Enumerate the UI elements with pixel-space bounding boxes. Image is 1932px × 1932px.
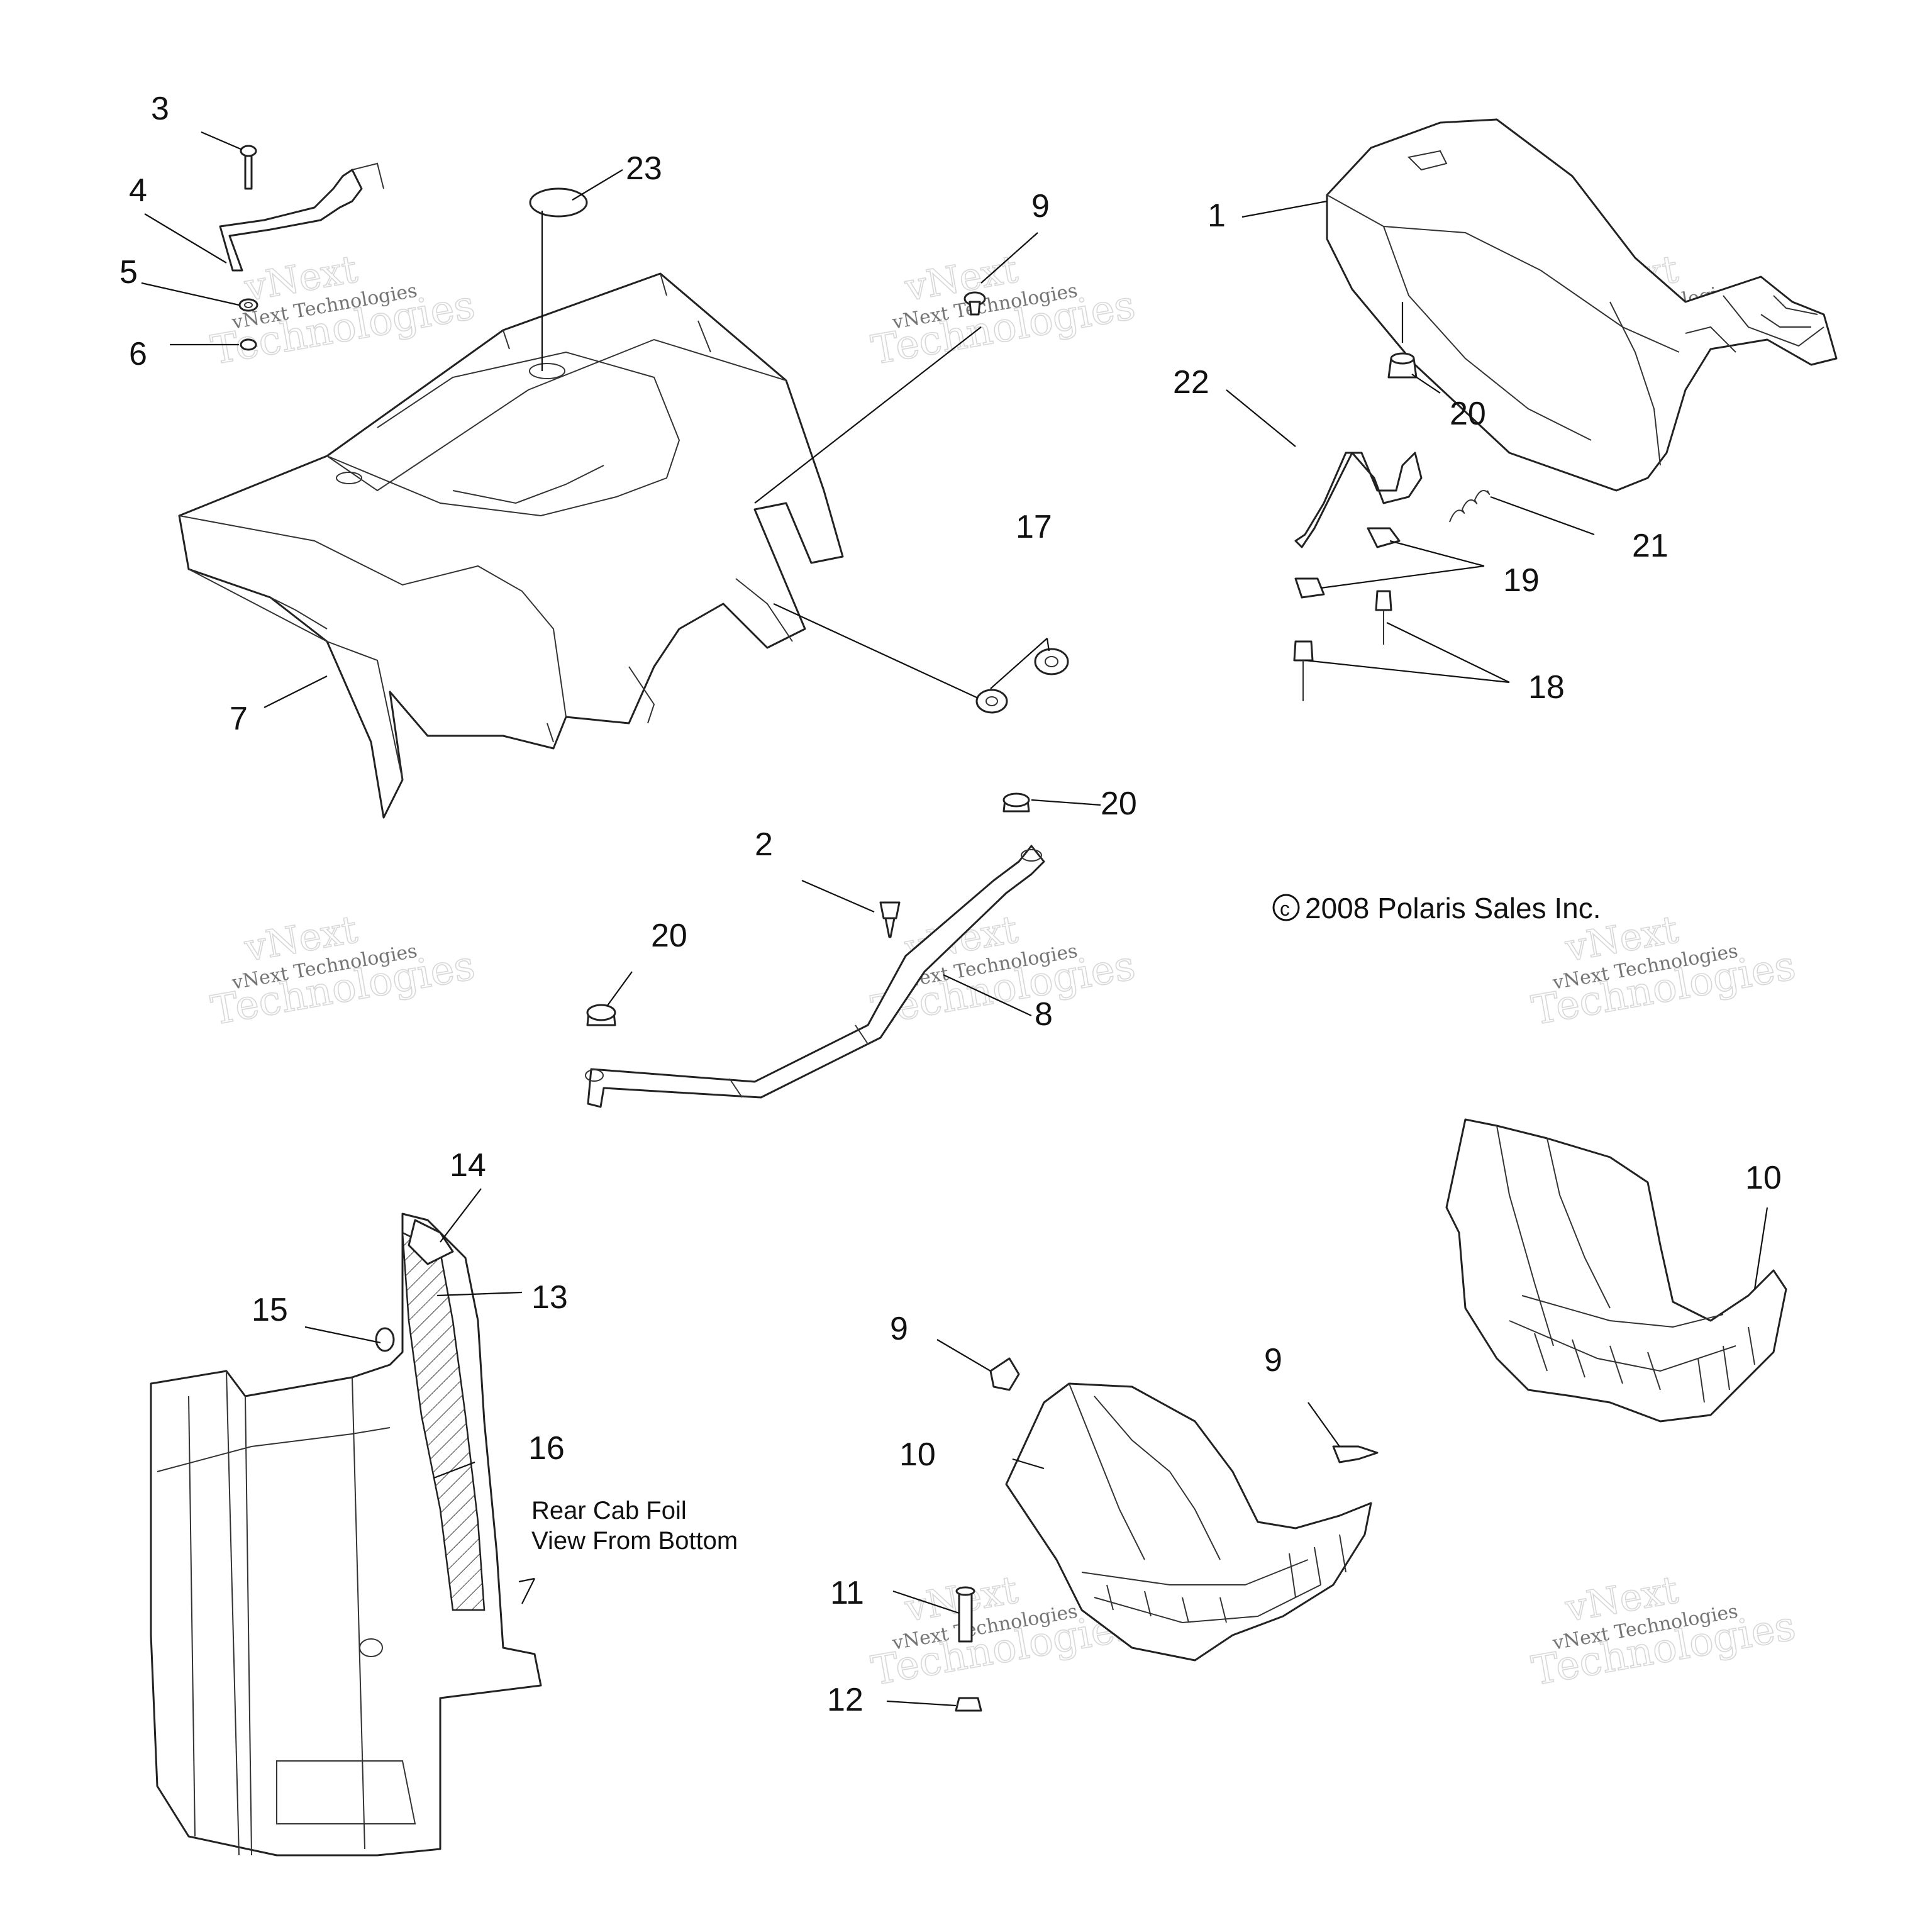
callout-15: 15 [252, 1292, 288, 1328]
callout-labels: 1 2 3 4 5 6 7 8 9 9 9 10 10 11 12 13 14 … [119, 91, 1782, 1718]
callout-22: 22 [1173, 364, 1209, 401]
callout-6: 6 [129, 336, 147, 372]
wire-latch-part-4 [219, 162, 384, 272]
brace-part-8 [585, 845, 1045, 1108]
seat-latch-part-22 [1294, 452, 1423, 548]
rear-cab-part-7 [178, 272, 844, 819]
callout-13: 13 [531, 1279, 568, 1316]
callout-10-right: 10 [1745, 1160, 1782, 1196]
bumper-part-20-left [586, 1004, 616, 1026]
callout-16: 16 [528, 1430, 565, 1467]
callout-3: 3 [151, 91, 169, 127]
watermark-bottom-right: vNext vNext Technologies Technologies [1528, 1567, 1800, 1696]
callout-20-left: 20 [651, 918, 687, 954]
nut-part-12 [955, 1697, 982, 1712]
copyright-text: 2008 Polaris Sales Inc. [1305, 892, 1601, 924]
callout-10-center: 10 [899, 1436, 936, 1473]
clip-part-14 [408, 1219, 454, 1265]
watermark-top-left: vNext vNext Technologies Technologies [208, 247, 479, 375]
spring-part-21 [1449, 490, 1491, 523]
callout-9-top: 9 [1031, 188, 1050, 225]
push-rivet-part-9-mid [989, 1357, 1020, 1391]
caption-line-2: View From Bottom [531, 1527, 738, 1555]
copyright-notice: c 2008 Polaris Sales Inc. [1272, 892, 1601, 924]
callout-9-mid: 9 [890, 1311, 908, 1347]
grommet-part-17 [975, 648, 1069, 714]
callout-2: 2 [755, 826, 773, 863]
watermark-top-center: vNext vNext Technologies Technologies [868, 247, 1140, 375]
clip-part-19-b [1294, 577, 1325, 599]
watermark-mid-center: vNext vNext Technologies Technologies [868, 907, 1140, 1035]
callout-8: 8 [1035, 996, 1053, 1033]
callout-19: 19 [1503, 562, 1540, 599]
rivet-part-18-b [1293, 640, 1314, 701]
copyright-symbol-icon [1272, 894, 1300, 921]
bumper-part-20-upper [1002, 792, 1030, 813]
footwell-part-10-right [1445, 1118, 1787, 1423]
watermark-mid-left: vNext vNext Technologies Technologies [208, 907, 479, 1035]
callout-7: 7 [230, 701, 248, 737]
pin-part-3 [240, 145, 257, 190]
callout-23: 23 [626, 150, 662, 187]
callout-5: 5 [119, 254, 138, 291]
callout-1: 1 [1208, 197, 1226, 234]
copyright-symbol-glyph: c [1280, 897, 1290, 920]
bumper-part-20-seat [1387, 352, 1418, 379]
push-rivet-part-9-top [963, 291, 986, 316]
screw-part-2 [879, 901, 901, 938]
rivet-part-18-a [1375, 590, 1392, 645]
clip-part-19-a [1367, 527, 1401, 548]
callout-12: 12 [827, 1682, 863, 1718]
leader-lines [141, 131, 1768, 1707]
callout-18: 18 [1528, 669, 1565, 706]
caption-line-1: Rear Cab Foil [531, 1497, 687, 1524]
seat-part-1 [1326, 118, 1838, 492]
callout-20-seat: 20 [1450, 396, 1486, 432]
callout-4: 4 [129, 172, 147, 209]
clip-part-15 [375, 1327, 395, 1352]
callout-14: 14 [450, 1147, 486, 1184]
cap-part-23 [529, 187, 588, 218]
footwell-part-10-center [1005, 1382, 1372, 1662]
rear-cab-foil-view [150, 1213, 542, 1857]
callout-9-right: 9 [1264, 1342, 1282, 1379]
washer-part-5 [238, 298, 258, 312]
callout-17: 17 [1016, 509, 1052, 545]
rear-cab-foil-caption: Rear Cab Foil View From Bottom [531, 1497, 738, 1555]
bolt-part-11 [955, 1586, 975, 1643]
callout-21: 21 [1632, 528, 1668, 564]
callout-11: 11 [830, 1575, 864, 1611]
nut-part-6 [240, 338, 257, 351]
push-rivet-part-9-right [1332, 1445, 1379, 1463]
callout-20-upper: 20 [1101, 786, 1137, 822]
